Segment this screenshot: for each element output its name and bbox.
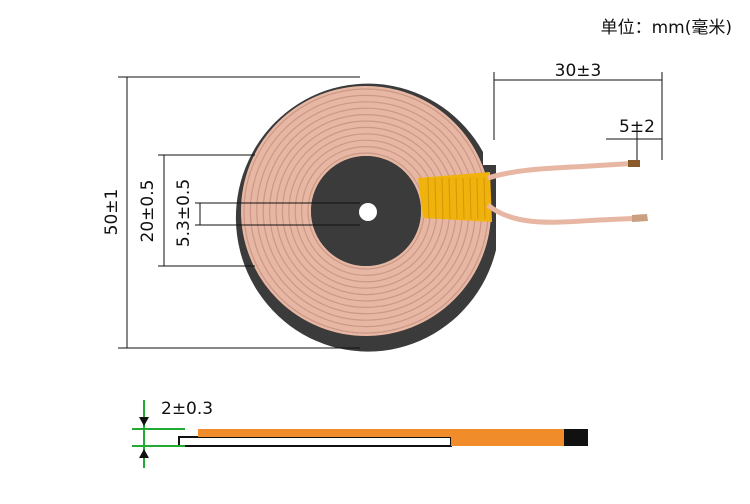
center-hole xyxy=(359,203,377,221)
tape-stripe xyxy=(448,177,451,220)
thickness-arrow-up xyxy=(139,449,149,458)
unit-label: 单位：mm(毫米) xyxy=(600,18,732,38)
kapton-tape xyxy=(418,172,492,222)
thickness-arrow-down xyxy=(139,417,149,426)
dimension-lines xyxy=(118,72,663,349)
outer-diameter-label: 50±1 xyxy=(102,189,122,236)
tape-stripe xyxy=(476,177,479,220)
side-plate xyxy=(178,436,452,447)
side-coil xyxy=(198,429,564,437)
tape-stripe xyxy=(455,177,458,220)
tape-stripe xyxy=(427,177,430,220)
center-hole-label: 5.3±0.5 xyxy=(174,179,194,247)
tape-stripe xyxy=(434,177,437,220)
tape-stripe xyxy=(483,177,486,220)
inner-diameter-label: 20±0.5 xyxy=(138,180,158,243)
lead-strip-label: 5±2 xyxy=(619,117,655,137)
lead-length-label: 30±3 xyxy=(555,61,602,81)
side-view: 2±0.3 xyxy=(132,399,588,468)
thickness-label: 2±0.3 xyxy=(161,399,213,419)
tape-stripe xyxy=(462,177,465,220)
tape-stripe xyxy=(469,177,472,220)
tape-stripe xyxy=(441,177,444,220)
lead-wires xyxy=(486,160,648,225)
